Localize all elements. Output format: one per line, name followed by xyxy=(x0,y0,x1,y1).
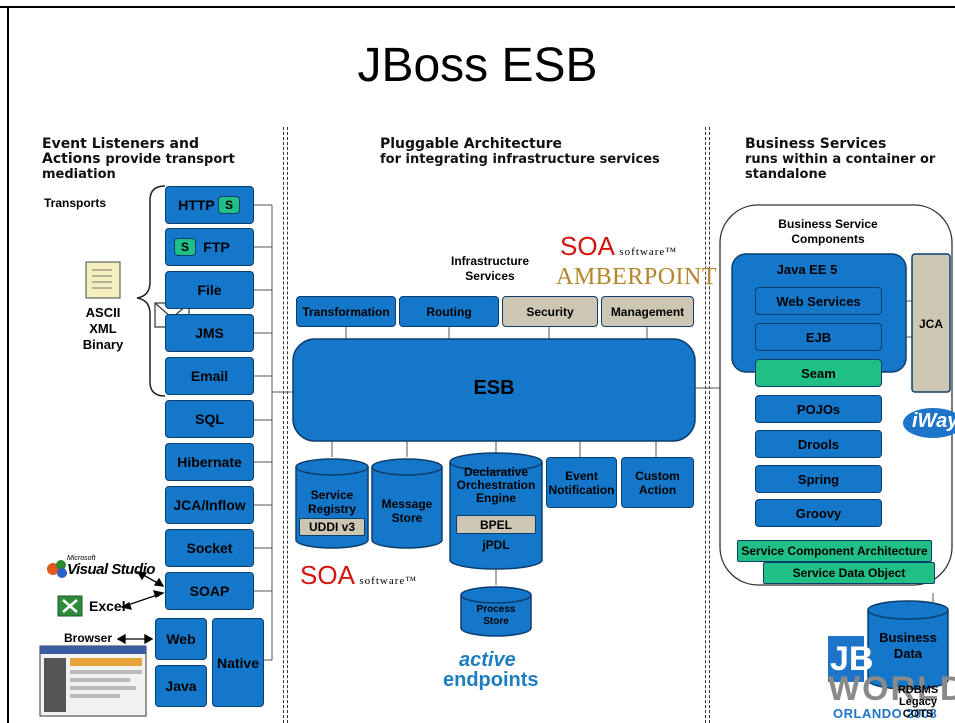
visual-studio-icon xyxy=(47,560,67,578)
frame-left xyxy=(7,6,9,723)
security-service[interactable]: Security xyxy=(502,296,598,327)
browser-label: Browser xyxy=(64,631,113,645)
groovy-box[interactable]: Groovy xyxy=(755,499,882,527)
esb-bus xyxy=(292,338,696,442)
soa-software-logo-top: SOA software™ xyxy=(560,231,678,261)
ftp-s-badge: S xyxy=(174,238,196,256)
transport-brace xyxy=(136,185,166,397)
soap-box[interactable]: SOAP xyxy=(165,572,254,610)
http-s-badge: S xyxy=(218,196,240,214)
business-container xyxy=(719,204,953,586)
transports-label: Transports xyxy=(44,196,107,210)
right-header: Business Services runs within a containe… xyxy=(745,136,936,183)
java-box[interactable]: Java xyxy=(155,665,207,707)
routing-service[interactable]: Routing xyxy=(399,296,499,327)
iway-logo xyxy=(903,408,955,438)
bpel-box: BPEL xyxy=(456,515,536,534)
process-store-cylinder xyxy=(460,595,532,637)
left-header: Event Listeners and Actions provide tran… xyxy=(42,136,235,183)
jbw-j-mark: JB xyxy=(830,640,874,678)
document-icon xyxy=(85,261,121,299)
file-transport-box[interactable]: File xyxy=(165,271,254,309)
management-service[interactable]: Management xyxy=(601,296,694,327)
slide-title: JBoss ESB xyxy=(357,39,598,92)
native-box[interactable]: Native xyxy=(212,618,264,707)
center-header: Pluggable Architecture for integrating i… xyxy=(380,136,660,168)
web-box[interactable]: Web xyxy=(155,618,207,660)
pojos-box[interactable]: POJOs xyxy=(755,395,882,423)
javaee-label: Java EE 5 xyxy=(776,262,838,277)
divider-left-b xyxy=(287,127,288,723)
uddi-box: UDDI v3 xyxy=(299,518,365,536)
jca-bar xyxy=(911,253,951,393)
jca-label: JCA xyxy=(918,317,943,331)
excel-label: Excel xyxy=(89,598,126,614)
amberpoint-logo: AMBERPOINT xyxy=(556,264,718,290)
jbw-world-mark: WORLD xyxy=(828,670,955,708)
socket-box[interactable]: Socket xyxy=(165,529,254,567)
divider-right-a xyxy=(705,127,706,723)
esb-label: ESB xyxy=(473,377,515,399)
email-transport-box[interactable]: Email xyxy=(165,357,254,395)
jms-transport-box[interactable]: JMS xyxy=(165,314,254,352)
visual-studio-label: Visual Studio xyxy=(67,561,155,578)
jbw-orlando-mark: ORLANDO 2008 xyxy=(833,706,938,721)
sca-box[interactable]: Service Component Architecture xyxy=(737,540,932,562)
microsoft-label: Microsoft xyxy=(67,555,96,562)
hibernate-box[interactable]: Hibernate xyxy=(165,443,254,481)
drools-box[interactable]: Drools xyxy=(755,430,882,458)
active-endpoints-logo: active endpoints xyxy=(443,649,539,691)
sql-box[interactable]: SQL xyxy=(165,400,254,438)
jbossworld-logo xyxy=(828,636,864,682)
frame-top xyxy=(0,6,955,8)
http-transport-box[interactable]: HTTP xyxy=(165,186,254,224)
divider-right-b xyxy=(709,127,710,723)
seam-box[interactable]: Seam xyxy=(755,359,882,387)
message-store-cylinder xyxy=(371,467,443,549)
spring-box[interactable]: Spring xyxy=(755,465,882,493)
sdo-box[interactable]: Service Data Object xyxy=(763,562,935,584)
excel-icon xyxy=(57,595,83,617)
soa-software-logo-bottom: SOA software™ xyxy=(300,560,418,590)
web-services-box[interactable]: Web Services xyxy=(755,287,882,315)
transformation-service[interactable]: Transformation xyxy=(296,296,396,327)
business-data-cylinder xyxy=(867,610,949,690)
iway-label: iWay xyxy=(912,410,955,432)
ejb-box[interactable]: EJB xyxy=(755,323,882,351)
browser-screenshot xyxy=(39,645,147,717)
jca-inflow-box[interactable]: JCA/Inflow xyxy=(165,486,254,524)
jpdl-label: jPDL xyxy=(482,538,510,552)
divider-left-a xyxy=(283,127,284,723)
